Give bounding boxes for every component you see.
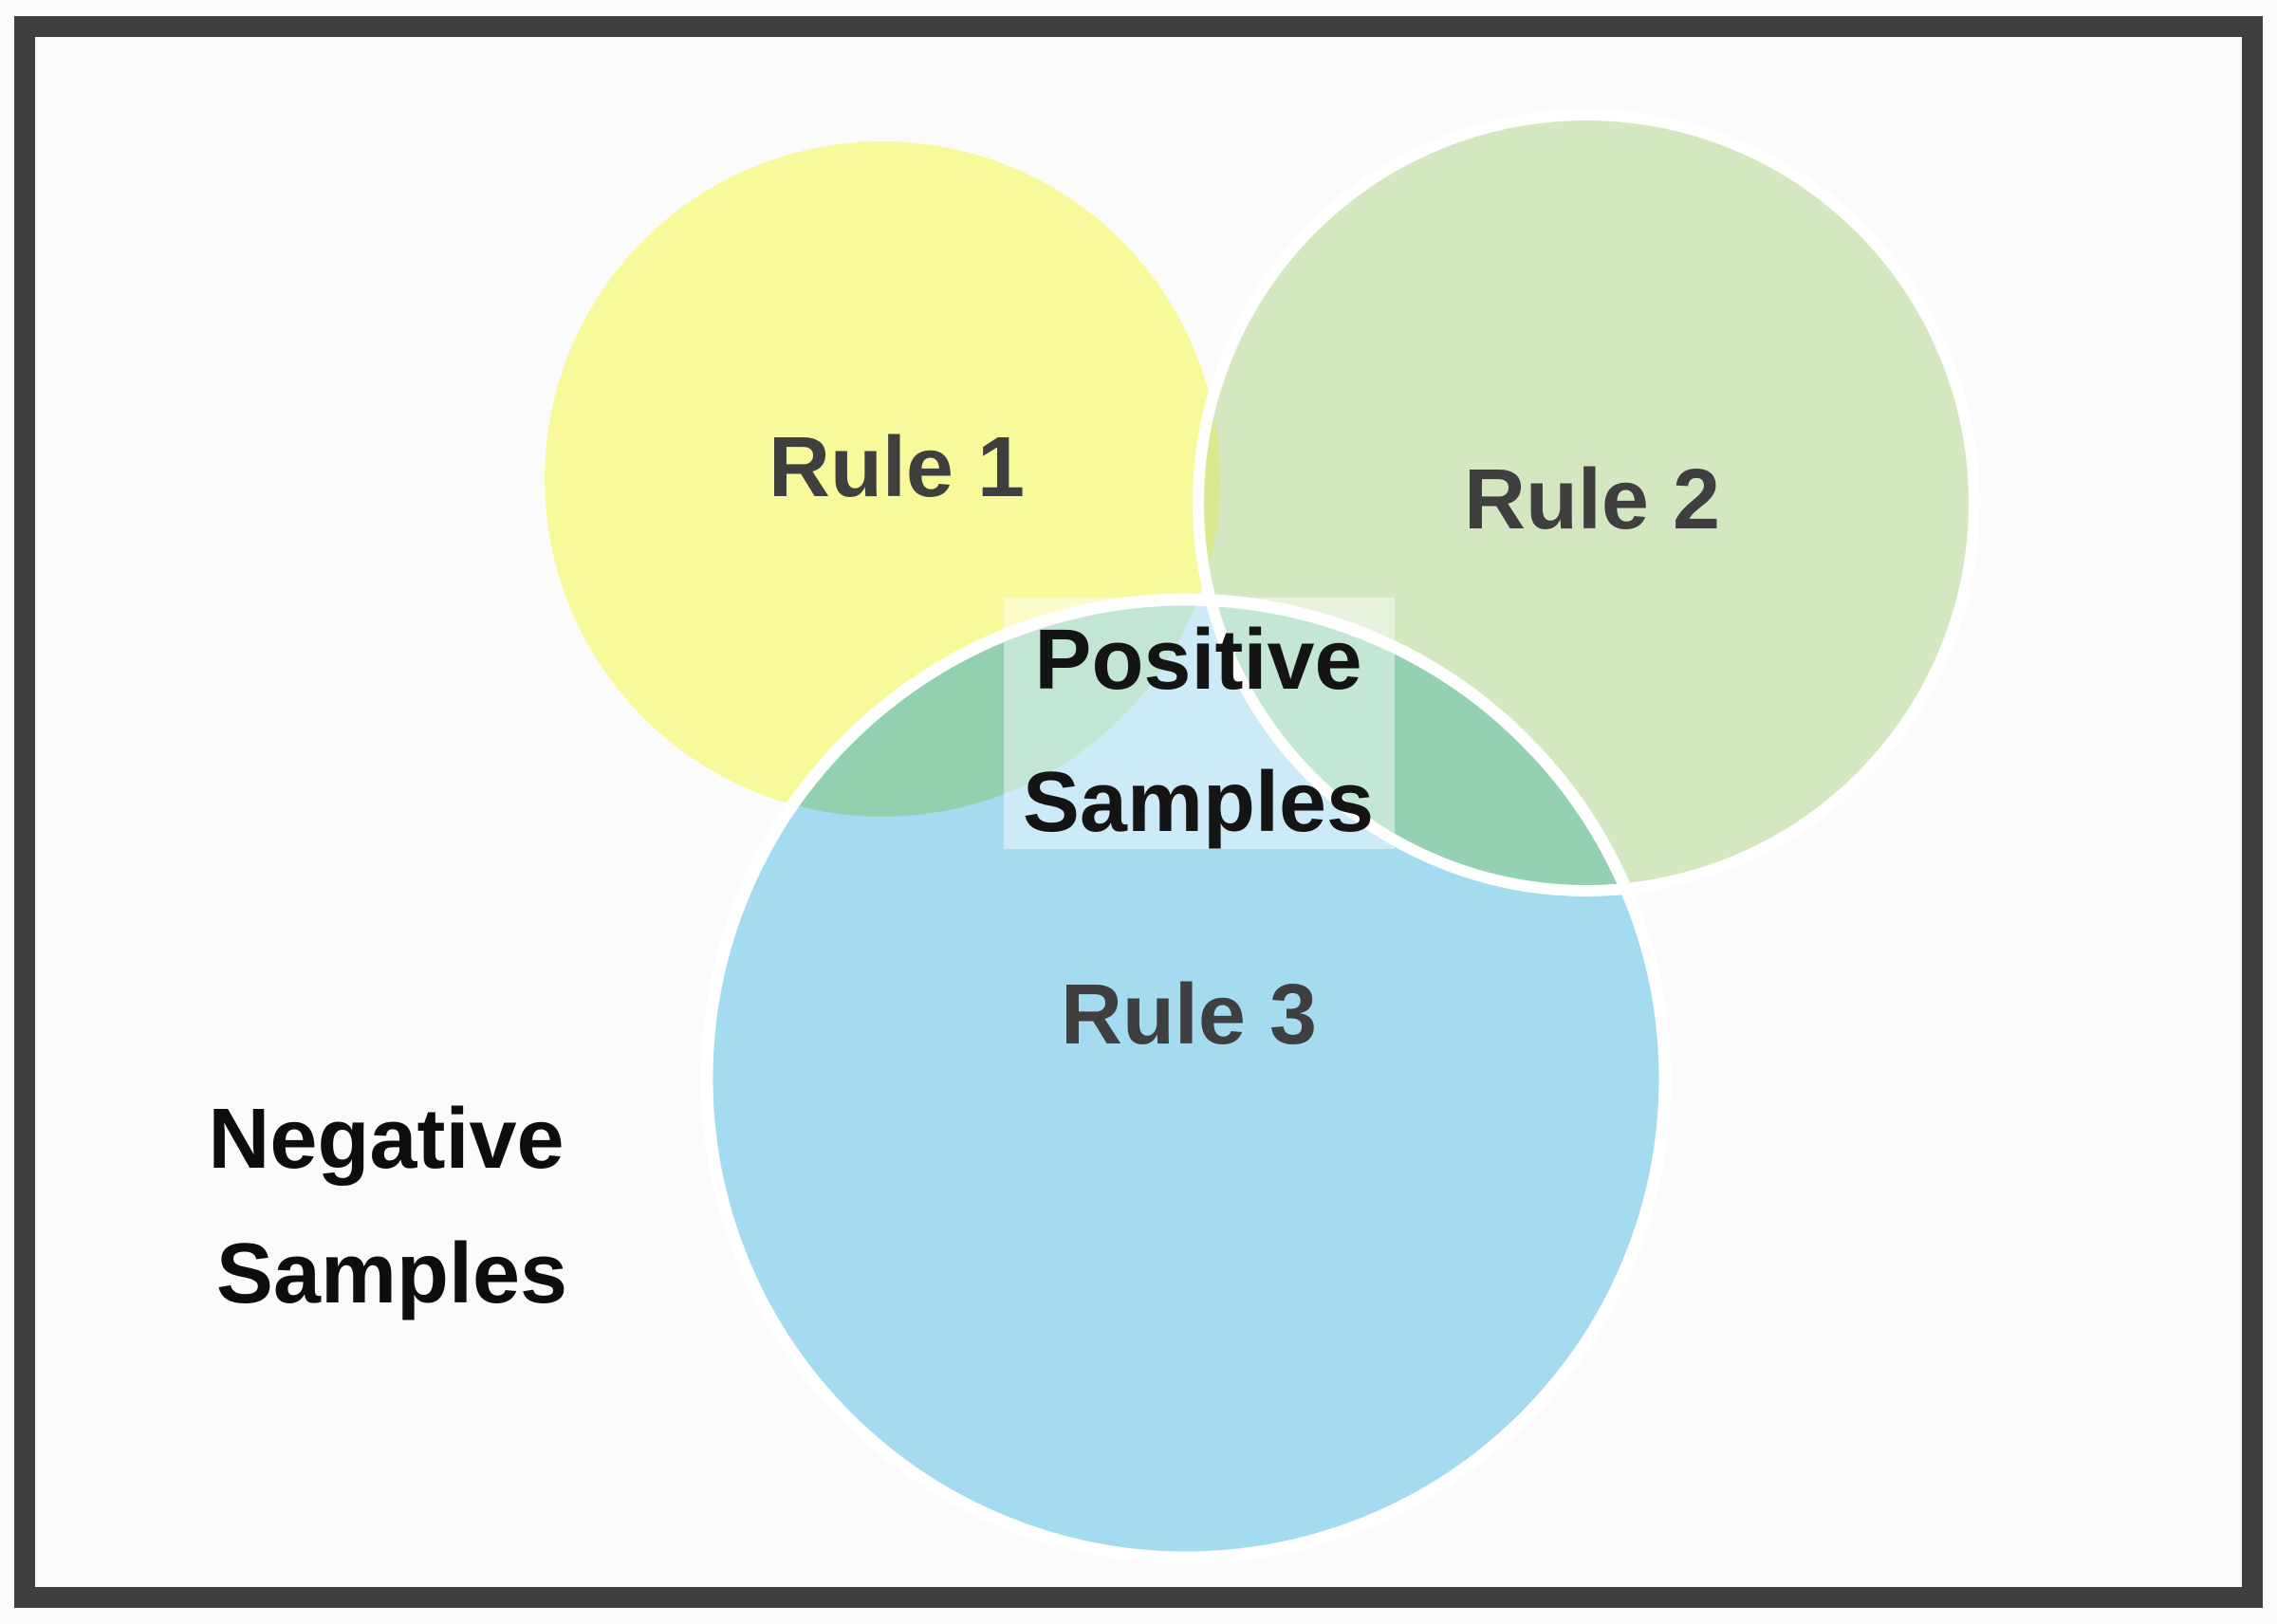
rule3-circle-outline: [700, 593, 1672, 1564]
negative-samples-label-line1: Negative: [208, 1092, 564, 1187]
positive-samples-highlight: [1004, 598, 1395, 849]
positive-samples-label-line1: Positive: [1034, 613, 1361, 708]
positive-samples-label-line2: Samples: [1023, 755, 1374, 850]
rule3-label: Rule 3: [1061, 968, 1317, 1062]
negative-samples-label-line2: Samples: [216, 1227, 567, 1321]
rule1-label: Rule 1: [768, 420, 1025, 515]
diagram-frame: [14, 16, 2263, 1608]
overlap-rule2-rule3: [1198, 600, 1665, 891]
rule2-circle-outline: [1193, 109, 1980, 896]
rule2-label: Rule 2: [1464, 452, 1720, 547]
